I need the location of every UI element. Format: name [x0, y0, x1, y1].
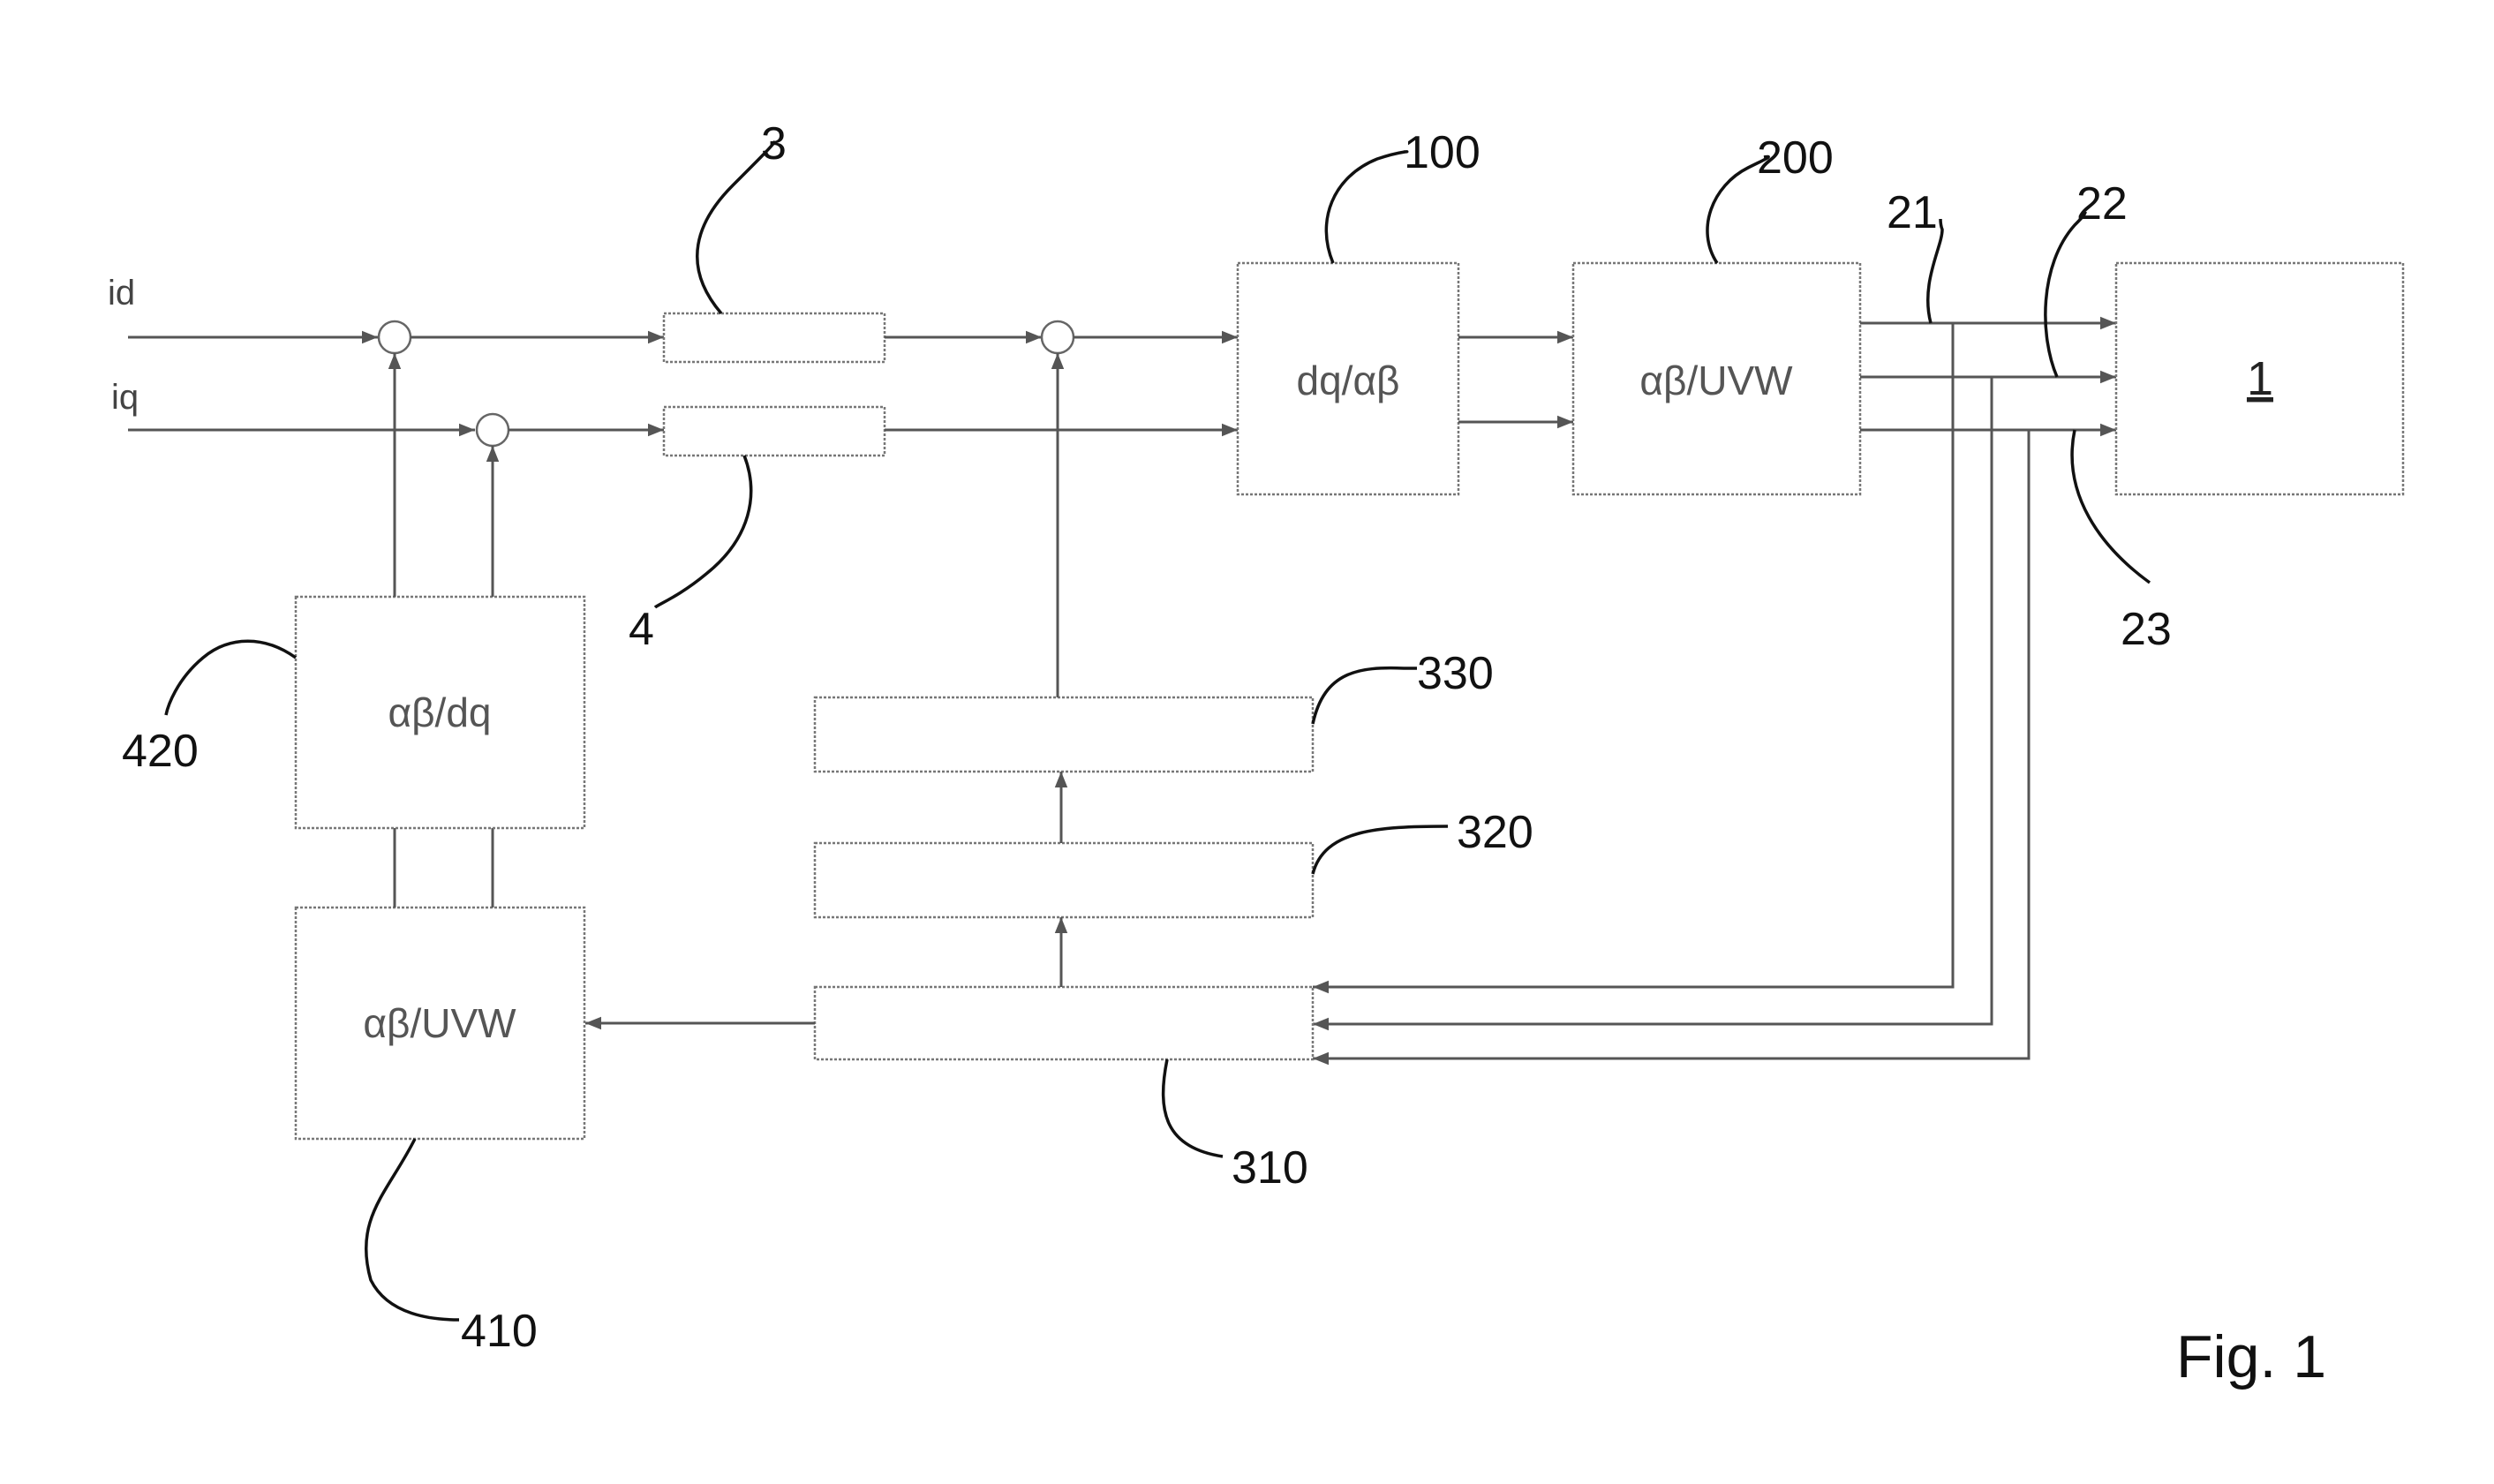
signal-label-id: id: [108, 274, 135, 313]
ref-23: 23: [2121, 604, 2172, 655]
block-100-dq-alphabeta: [1236, 261, 1460, 496]
leader-4: [653, 455, 753, 609]
ref-200: 200: [1757, 132, 1834, 184]
ref-3: 3: [761, 118, 787, 169]
signal-label-iq: iq: [111, 378, 139, 417]
leader-23: [2070, 429, 2151, 584]
leader-420: [164, 639, 298, 716]
leader-310: [1161, 1058, 1224, 1158]
leader-100: [1324, 150, 1409, 264]
block-3: [662, 312, 886, 364]
block-410-label: αβ/UVW: [363, 1000, 516, 1046]
block-420-alphabeta-dq: [294, 595, 586, 830]
block-200-alphabeta-uvw: [1571, 261, 1862, 496]
block-100-label: dq/αβ: [1297, 358, 1400, 403]
feedback-line-23: [1313, 430, 2031, 1066]
block-1-label: 1: [2247, 352, 2273, 405]
ref-410: 410: [461, 1306, 538, 1357]
block-330: [813, 696, 1315, 773]
leader-21: [1926, 218, 1944, 324]
block-310: [813, 985, 1315, 1061]
block-4: [662, 405, 886, 457]
feedback-line-22: [1313, 377, 1993, 1031]
summing-junction-d-feedforward: [1040, 320, 1075, 355]
block-200-label: αβ/UVW: [1639, 358, 1793, 403]
leader-330: [1311, 666, 1417, 725]
ref-4: 4: [629, 604, 654, 655]
block-410-alphabeta-uvw: [294, 906, 586, 1141]
ref-22: 22: [2076, 178, 2128, 230]
leader-3: [696, 140, 777, 315]
leader-22: [2044, 211, 2087, 378]
ref-21: 21: [1887, 187, 1938, 238]
block-420-label: αβ/dq: [388, 689, 492, 735]
figure-label: Fig. 1: [2176, 1323, 2326, 1390]
leader-200: [1706, 154, 1770, 264]
leader-320: [1311, 825, 1449, 875]
ref-420: 420: [122, 726, 199, 777]
leader-410: [364, 1138, 460, 1322]
ref-330: 330: [1417, 648, 1494, 699]
block-320: [813, 841, 1315, 919]
feedback-line-21: [1313, 323, 1955, 994]
ref-320: 320: [1457, 807, 1533, 858]
ref-100: 100: [1404, 127, 1481, 178]
summing-junction-iq: [475, 412, 510, 448]
block-1-motor: [2114, 261, 2405, 496]
ref-310: 310: [1232, 1142, 1308, 1194]
summing-junction-id: [377, 320, 412, 355]
